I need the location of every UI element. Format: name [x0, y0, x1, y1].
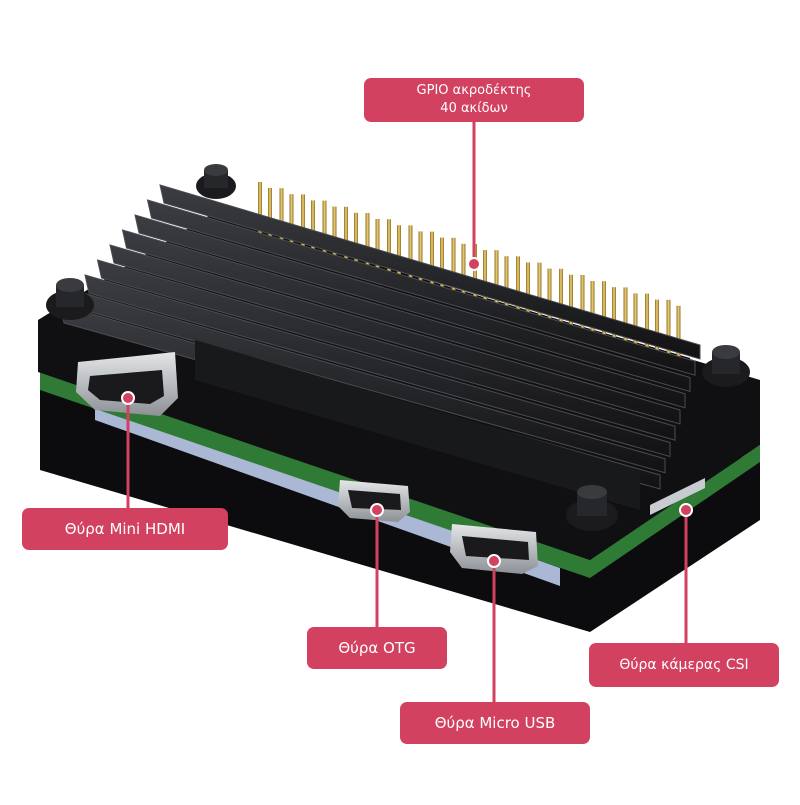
gpio-pin — [580, 275, 585, 329]
corner-screw-front-left — [46, 278, 94, 320]
callout-gpio-line1: GPIO ακροδέκτης — [416, 83, 532, 98]
gpio-pin — [504, 256, 509, 311]
gpio-pin — [418, 231, 423, 286]
gpio-pin — [397, 225, 401, 280]
gpio-pin — [547, 268, 552, 323]
gpio-pin — [569, 274, 573, 329]
callout-otg-port: Θύρα OTG — [307, 627, 447, 669]
callout-csi-camera: Θύρα κάμερας CSI — [589, 643, 779, 687]
gpio-pin — [430, 231, 434, 286]
callout-mini-hdmi: Θύρα Mini HDMI — [22, 508, 228, 550]
heatsink-fin — [109, 244, 681, 425]
gpio-pin — [301, 194, 305, 249]
csi-camera-port — [650, 478, 705, 515]
gpio-pin — [526, 262, 530, 317]
heatsink-fin — [159, 184, 701, 360]
callout-gpio-header: GPIO ακροδέκτης 40 ακίδων — [364, 78, 584, 122]
gpio-pin — [461, 243, 466, 298]
callout-leader-lines — [121, 122, 693, 702]
corner-screw-back-right — [702, 345, 750, 387]
gpio-pin — [451, 237, 456, 292]
gpio-pin — [612, 287, 616, 342]
callout-micro-usb: Θύρα Micro USB — [400, 702, 590, 744]
otg-marker-dot — [370, 503, 384, 517]
gpio-pin — [655, 299, 659, 354]
gpio-pin — [311, 200, 315, 255]
gpio-pin — [289, 194, 294, 249]
gpio-pin — [322, 200, 327, 255]
heatsink-fin — [84, 274, 671, 458]
gpio-pin — [645, 293, 649, 348]
gpio-pin — [354, 212, 358, 267]
gpio-pin — [537, 262, 542, 317]
heatsink-fin — [146, 199, 696, 376]
callout-gpio-line2: 40 ακίδων — [440, 101, 508, 116]
gpio-pin — [590, 281, 595, 335]
heatsink-fin — [121, 229, 686, 409]
gpio-pin — [633, 293, 638, 348]
mini-hdmi-port — [76, 352, 178, 416]
gpio-pin — [387, 219, 391, 274]
heatsink-fin — [134, 214, 691, 393]
corner-screw-front-right — [566, 485, 618, 531]
csi-marker-dot — [679, 503, 693, 517]
usb-marker-dot — [487, 554, 501, 568]
micro-usb-otg-port — [338, 480, 410, 522]
gpio-pin — [279, 188, 284, 243]
gpio-marker-dot — [467, 257, 481, 271]
gpio-pin — [375, 219, 380, 273]
gpio-pin — [440, 237, 444, 292]
heatsink — [59, 184, 701, 510]
gpio-pin — [344, 206, 348, 261]
gpio-pin — [332, 206, 337, 261]
heatsink-base-block — [195, 340, 640, 510]
gpio-pin — [602, 281, 606, 336]
gpio-pin — [516, 256, 520, 311]
gpio-pin — [494, 250, 499, 305]
gpio-pin — [483, 250, 487, 304]
gpio-pin — [666, 299, 671, 354]
gpio-pin — [473, 244, 477, 298]
gpio-pin — [559, 268, 563, 323]
gpio-pin — [676, 305, 681, 360]
gpio-pin — [623, 287, 628, 342]
heatsink-fin — [96, 259, 676, 441]
gpio-pin — [408, 225, 413, 280]
gpio-pin — [268, 188, 272, 242]
hdmi-marker-dot — [121, 391, 135, 405]
gpio-pin — [258, 182, 262, 236]
corner-screw-back-left — [196, 164, 236, 199]
gpio-pin — [365, 213, 370, 267]
micro-usb-power-port — [450, 524, 538, 574]
